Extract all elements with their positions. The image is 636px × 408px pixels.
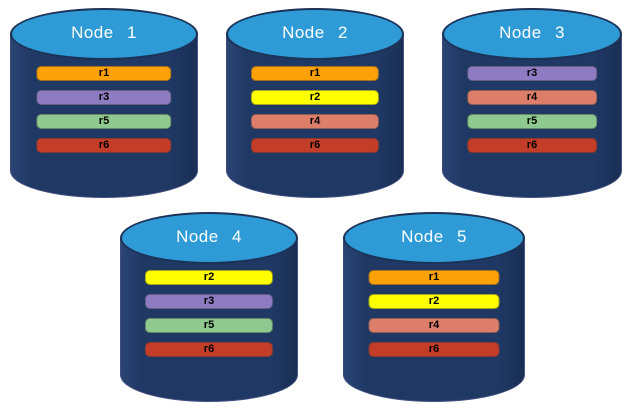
partition-label: r5 [98, 115, 110, 127]
partition-label: r2 [309, 91, 321, 103]
partition-label: r6 [428, 343, 440, 355]
partition-bar: r3 [144, 294, 274, 309]
partition-bar-list: r1 r2 r4 r6 [368, 270, 500, 366]
partition-label: r6 [98, 139, 110, 151]
partition-bar-list: r1 r2 r4 r6 [250, 66, 380, 162]
node-label: Node 2 [282, 23, 348, 42]
partition-label: r2 [203, 271, 215, 283]
partition-label: r1 [309, 67, 321, 79]
partition-bar: r6 [36, 138, 172, 153]
partition-bar: r4 [250, 114, 380, 129]
node-cylinder-1: Node 1 r1 r3 r5 r6 [10, 8, 198, 198]
partition-bar: r2 [250, 90, 380, 105]
partition-bar: r1 [368, 270, 500, 285]
partition-label: r3 [526, 67, 538, 79]
partition-label: r5 [203, 319, 215, 331]
partition-bar: r3 [467, 66, 597, 81]
partition-bar: r6 [144, 342, 274, 357]
partition-bar: r6 [467, 138, 597, 153]
partition-bar: r6 [368, 342, 500, 357]
partition-bar: r2 [144, 270, 274, 285]
node-label: Node 4 [176, 227, 242, 246]
node-cylinder-2: Node 2 r1 r2 r4 r6 [226, 8, 404, 198]
partition-bar: r3 [36, 90, 172, 105]
node-cylinder-5: Node 5 r1 r2 r4 r6 [343, 212, 525, 402]
partition-label: r4 [428, 319, 440, 331]
partition-bar: r1 [36, 66, 172, 81]
partition-label: r4 [526, 91, 538, 103]
node-label: Node 5 [401, 227, 467, 246]
partition-bar: r5 [144, 318, 274, 333]
cylinder-top-ellipse [120, 212, 298, 264]
partition-label: r2 [428, 295, 440, 307]
partition-bar-list: r1 r3 r5 r6 [36, 66, 172, 162]
partition-label: r5 [526, 115, 538, 127]
partition-bar: r5 [467, 114, 597, 129]
partition-bar: r4 [467, 90, 597, 105]
cylinder-top-ellipse [10, 8, 198, 60]
node-cylinder-3: Node 3 r3 r4 r5 r6 [442, 8, 622, 198]
node-label: Node 3 [499, 23, 565, 42]
node-cylinder-4: Node 4 r2 r3 r5 r6 [120, 212, 298, 402]
cylinder-top-ellipse [442, 8, 622, 60]
partition-label: r3 [98, 91, 110, 103]
partition-label: r1 [98, 67, 110, 79]
partition-bar: r6 [250, 138, 380, 153]
partition-label: r1 [428, 271, 440, 283]
partition-label: r6 [526, 139, 538, 151]
cylinder-top-ellipse [226, 8, 404, 60]
partition-bar: r2 [368, 294, 500, 309]
partition-label: r4 [309, 115, 321, 127]
partition-label: r6 [309, 139, 321, 151]
partition-label: r6 [203, 343, 215, 355]
partition-bar-list: r2 r3 r5 r6 [144, 270, 274, 366]
partition-label: r3 [203, 295, 215, 307]
partition-bar: r5 [36, 114, 172, 129]
partition-bar: r1 [250, 66, 380, 81]
partition-bar-list: r3 r4 r5 r6 [467, 66, 597, 162]
partition-bar: r4 [368, 318, 500, 333]
node-label: Node 1 [71, 23, 137, 42]
cylinder-top-ellipse [343, 212, 525, 264]
